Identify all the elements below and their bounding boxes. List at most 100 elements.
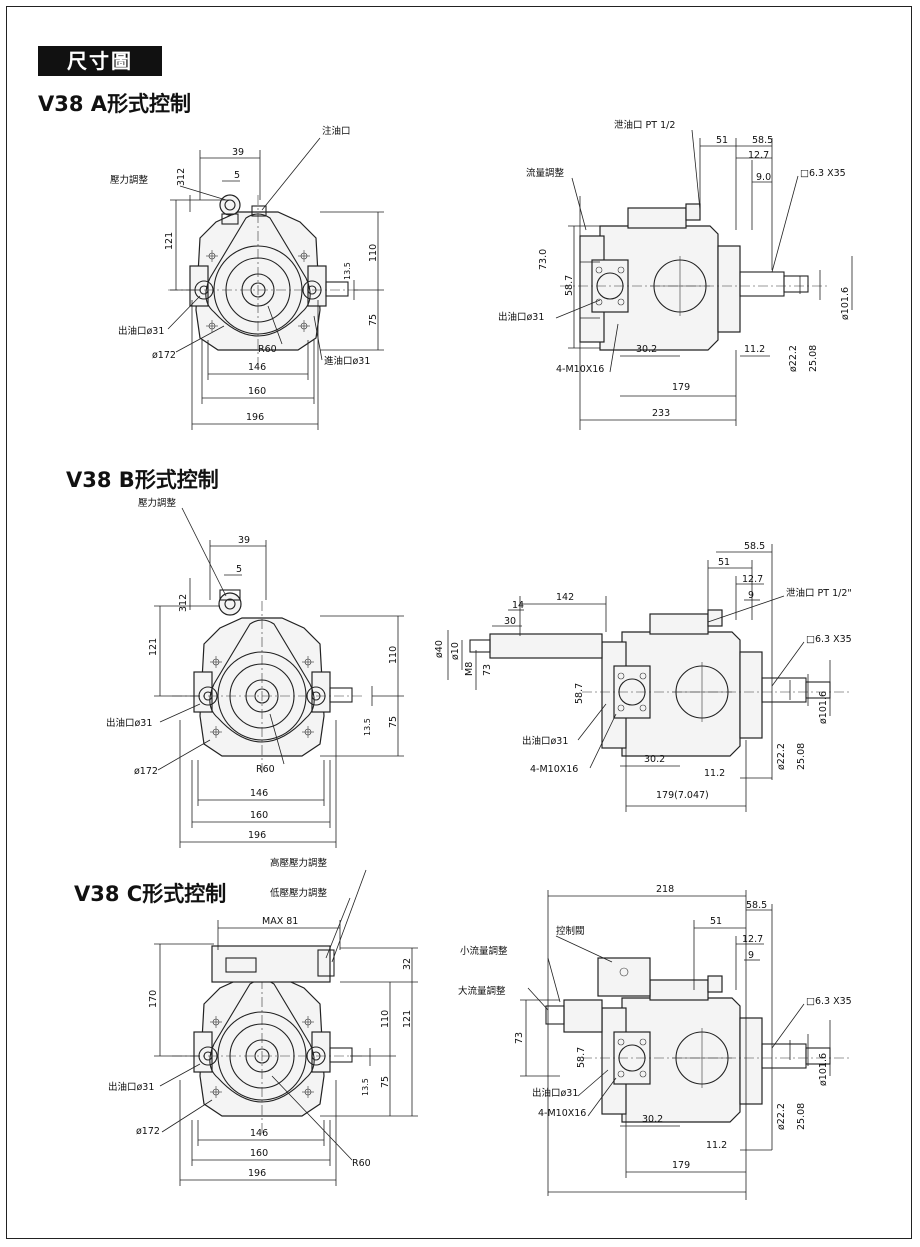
- side-view-b: 58.5 51 12.7 9 142 14 30 ø40 ø10 M8 73 5…: [434, 541, 853, 812]
- svg-text:出油口ø31: 出油口ø31: [106, 717, 152, 729]
- front-view-c: MAX 81 32 170 110 121 75 13.5 146 160 19…: [108, 857, 418, 1186]
- svg-text:小流量調整: 小流量調整: [460, 945, 508, 957]
- svg-text:ø172: ø172: [152, 350, 176, 361]
- svg-text:110: 110: [388, 646, 399, 664]
- svg-text:179: 179: [672, 382, 690, 393]
- svg-text:MAX 81: MAX 81: [262, 916, 298, 927]
- svg-text:196: 196: [248, 830, 266, 841]
- svg-text:11.2: 11.2: [706, 1140, 727, 1151]
- svg-text:出油口ø31: 出油口ø31: [498, 311, 544, 323]
- svg-text:□6.3 X35: □6.3 X35: [806, 634, 852, 645]
- svg-text:30: 30: [504, 616, 516, 627]
- svg-text:低壓壓力調整: 低壓壓力調整: [270, 887, 328, 899]
- svg-text:R60: R60: [258, 344, 277, 355]
- svg-text:11.2: 11.2: [704, 768, 725, 779]
- svg-text:9: 9: [748, 950, 754, 961]
- svg-text:M8: M8: [464, 662, 475, 676]
- svg-text:流量調整: 流量調整: [526, 167, 565, 179]
- svg-text:312: 312: [178, 594, 189, 612]
- svg-text:146: 146: [250, 788, 268, 799]
- svg-text:壓力調整: 壓力調整: [110, 174, 149, 186]
- svg-text:□6.3 X35: □6.3 X35: [806, 996, 852, 1007]
- svg-text:出油口ø31: 出油口ø31: [118, 325, 164, 337]
- svg-text:注油口: 注油口: [322, 125, 351, 137]
- svg-text:160: 160: [250, 1148, 268, 1159]
- svg-text:170: 170: [148, 990, 159, 1008]
- svg-text:73.0: 73.0: [538, 249, 549, 270]
- svg-text:11.2: 11.2: [744, 344, 765, 355]
- svg-text:160: 160: [250, 810, 268, 821]
- svg-text:R60: R60: [256, 764, 275, 775]
- svg-text:58.7: 58.7: [564, 275, 575, 296]
- svg-text:179: 179: [672, 1160, 690, 1171]
- svg-text:142: 142: [556, 592, 574, 603]
- svg-text:58.5: 58.5: [744, 541, 765, 552]
- svg-text:□6.3 X35: □6.3 X35: [800, 168, 846, 179]
- svg-text:30.2: 30.2: [636, 344, 657, 355]
- svg-text:13.5: 13.5: [361, 1078, 370, 1096]
- svg-text:30.2: 30.2: [644, 754, 665, 765]
- svg-text:ø22.2: ø22.2: [776, 1103, 787, 1130]
- svg-text:ø101.6: ø101.6: [840, 287, 851, 320]
- svg-text:泄油口 PT 1/2": 泄油口 PT 1/2": [786, 587, 852, 599]
- svg-text:9.0: 9.0: [756, 172, 771, 183]
- svg-text:233: 233: [652, 408, 670, 419]
- svg-text:25.08: 25.08: [796, 743, 807, 770]
- svg-text:179(7.047): 179(7.047): [656, 790, 709, 801]
- side-view-c: 218 58.5 51 12.7 9 73 58.7 30.2 11.2 179…: [458, 884, 853, 1200]
- svg-text:ø22.2: ø22.2: [776, 743, 787, 770]
- svg-text:121: 121: [402, 1010, 413, 1028]
- svg-text:58.5: 58.5: [752, 135, 773, 146]
- svg-text:312: 312: [176, 168, 187, 186]
- svg-text:13.5: 13.5: [343, 262, 352, 280]
- svg-text:4-M10X16: 4-M10X16: [530, 764, 578, 775]
- svg-text:13.5: 13.5: [363, 718, 372, 736]
- svg-text:39: 39: [232, 147, 244, 158]
- svg-text:39: 39: [238, 535, 250, 546]
- svg-text:51: 51: [718, 557, 730, 568]
- svg-text:160: 160: [248, 386, 266, 397]
- svg-text:58.7: 58.7: [574, 683, 585, 704]
- svg-text:4-M10X16: 4-M10X16: [538, 1108, 586, 1119]
- svg-text:5: 5: [236, 564, 242, 575]
- svg-text:146: 146: [248, 362, 266, 373]
- svg-text:ø172: ø172: [134, 766, 158, 777]
- front-view-a: 39 5 312 121 110 75 13.5 146 160 196 壓力調…: [110, 125, 384, 430]
- section-title-a: V38 A形式控制: [38, 92, 192, 116]
- svg-text:ø101.6: ø101.6: [818, 1053, 829, 1086]
- svg-text:75: 75: [380, 1076, 391, 1088]
- svg-text:壓力調整: 壓力調整: [138, 497, 177, 509]
- svg-text:51: 51: [716, 135, 728, 146]
- svg-text:5: 5: [234, 170, 240, 181]
- svg-text:218: 218: [656, 884, 674, 895]
- svg-text:出油口ø31: 出油口ø31: [108, 1081, 154, 1093]
- svg-text:58.5: 58.5: [746, 900, 767, 911]
- svg-text:4-M10X16: 4-M10X16: [556, 364, 604, 375]
- svg-text:12.7: 12.7: [748, 150, 769, 161]
- svg-text:進油口ø31: 進油口ø31: [324, 355, 370, 367]
- svg-text:ø40: ø40: [434, 640, 445, 658]
- svg-text:121: 121: [164, 232, 175, 250]
- section-title-c: V38 C形式控制: [74, 882, 227, 906]
- svg-text:196: 196: [248, 1168, 266, 1179]
- svg-text:73: 73: [482, 664, 493, 676]
- svg-text:出油口ø31: 出油口ø31: [522, 735, 568, 747]
- svg-text:51: 51: [710, 916, 722, 927]
- svg-text:121: 121: [148, 638, 159, 656]
- svg-text:73: 73: [514, 1032, 525, 1044]
- svg-text:196: 196: [246, 412, 264, 423]
- side-view-a: 51 58.5 12.7 9.0 73.0 58.7 30.2 11.2 179…: [498, 119, 853, 430]
- svg-text:75: 75: [368, 314, 379, 326]
- svg-text:ø101.6: ø101.6: [818, 691, 829, 724]
- svg-text:控制閥: 控制閥: [556, 925, 585, 937]
- svg-text:高壓壓力調整: 高壓壓力調整: [270, 857, 328, 869]
- front-view-b: 39 5 312 121 110 75 13.5 146 160 196 壓力調…: [106, 497, 404, 848]
- svg-text:30.2: 30.2: [642, 1114, 663, 1125]
- svg-text:出油口ø31: 出油口ø31: [532, 1087, 578, 1099]
- svg-text:12.7: 12.7: [742, 934, 763, 945]
- drawing-frame: [6, 6, 912, 1239]
- svg-text:14: 14: [512, 600, 524, 611]
- svg-text:R60: R60: [352, 1158, 371, 1169]
- svg-text:32: 32: [402, 958, 413, 970]
